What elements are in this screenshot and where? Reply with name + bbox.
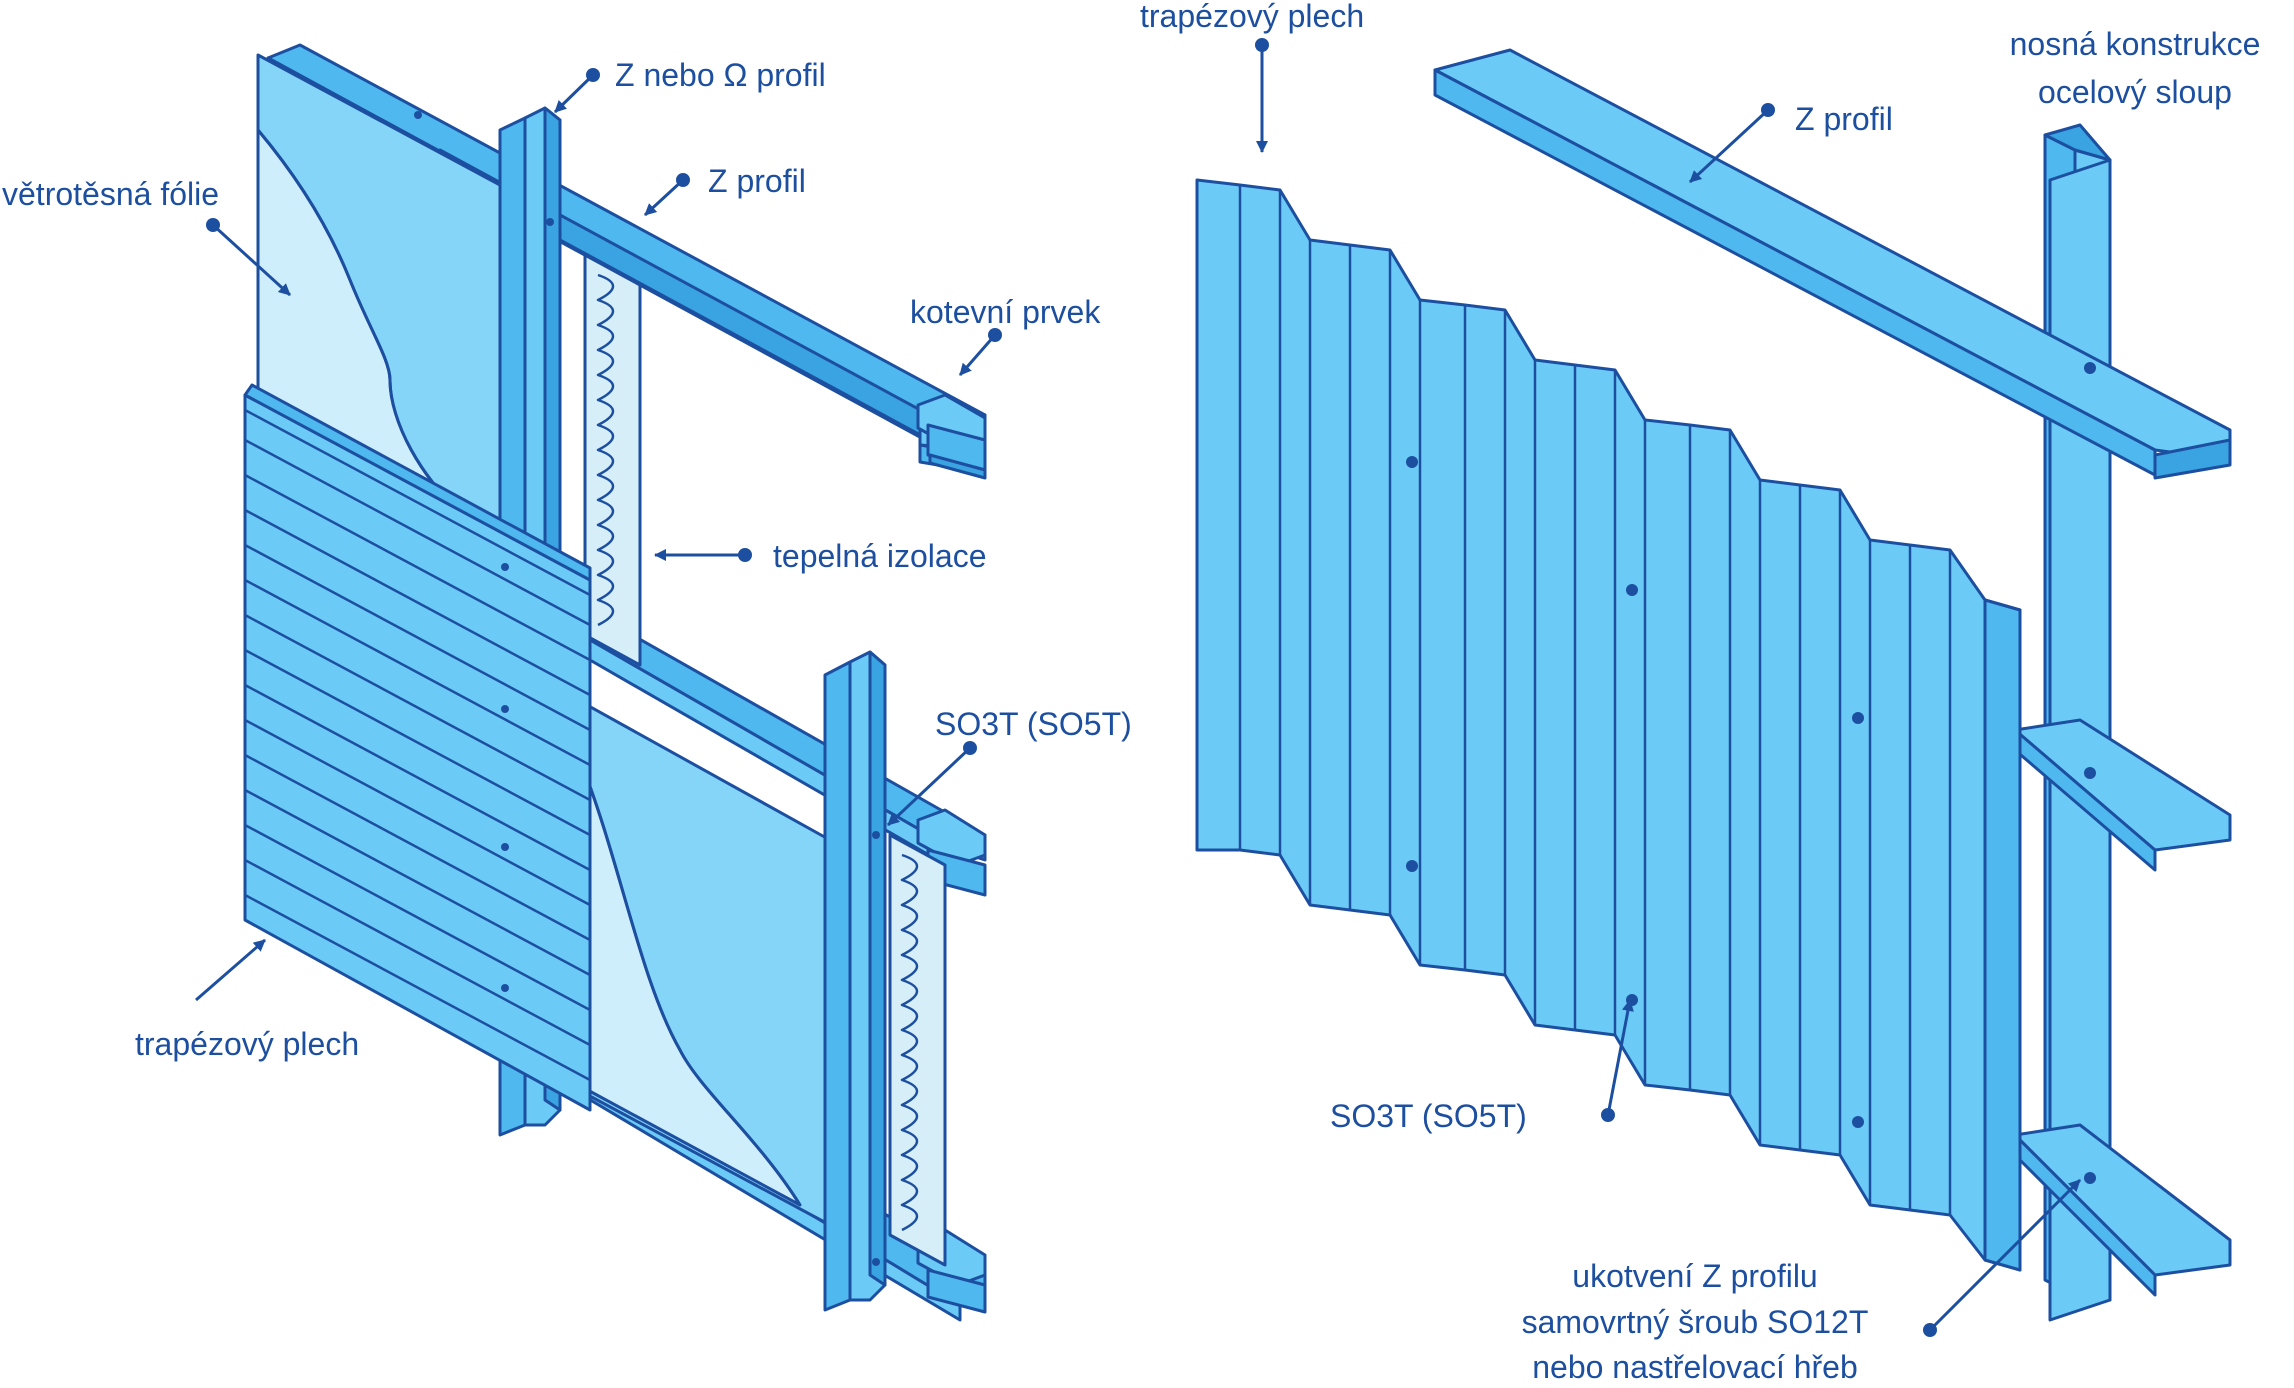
trapezoidal-sheet-left [243, 383, 592, 1112]
label-so3t-right: SO3T (SO5T) [1330, 1098, 1527, 1134]
label-vetrotesna-folie: větrotěsná fólie [2, 176, 219, 212]
trapezoidal-sheet-right [1195, 178, 2022, 1272]
screws-left [414, 111, 880, 1266]
leader-lines [195, 45, 2082, 1332]
left-assembly [243, 43, 987, 1322]
wind-foil-lower [558, 688, 832, 1227]
leader-dots [206, 38, 1937, 1337]
label-ukotveni-line1: ukotvení Z profilu [1572, 1258, 1817, 1294]
label-z-profil-left: Z profil [708, 163, 806, 199]
label-z-nebo-omega-profil: Z nebo Ω profil [615, 57, 826, 93]
right-assembly [1195, 48, 2232, 1322]
label-trapezovy-plech-left: trapézový plech [135, 1026, 359, 1062]
screws-right [1406, 362, 2096, 1184]
label-trapezovy-plech-right: trapézový plech [1140, 0, 1364, 34]
label-kotevni-prvek: kotevní prvek [910, 294, 1101, 330]
label-nosna-konstrukce: nosná konstrukce [2010, 26, 2261, 62]
anchor-bracket-upper [916, 393, 987, 480]
z-profile-top [1433, 48, 2232, 480]
label-so3t-left: SO3T (SO5T) [935, 706, 1132, 742]
vertical-omega-profile-lower [823, 650, 887, 1312]
label-tepelna-izolace: tepelná izolace [773, 538, 986, 574]
thermal-insulation-lower [888, 833, 947, 1267]
label-ocelovy-sloup: ocelový sloup [2038, 74, 2232, 110]
label-ukotveni-line3: nebo nastřelovací hřeb [1532, 1349, 1858, 1383]
thermal-insulation-upper [583, 253, 642, 667]
label-ukotveni-line2: samovrtný šroub SO12T [1522, 1304, 1869, 1340]
label-z-profil-right: Z profil [1795, 101, 1893, 137]
z-profile-middle [2013, 718, 2232, 872]
